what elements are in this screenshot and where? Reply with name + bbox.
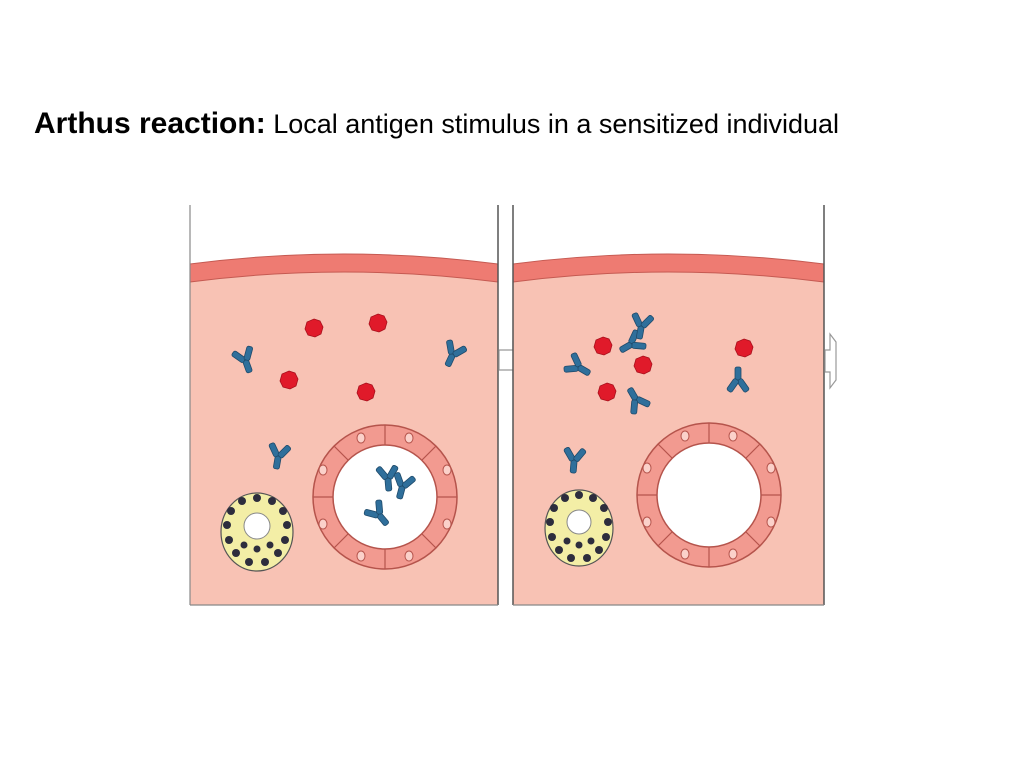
antigen xyxy=(279,370,299,390)
antigen xyxy=(368,313,388,333)
antigen xyxy=(593,336,613,356)
title-rest: Local antigen stimulus in a sensitized i… xyxy=(265,109,840,139)
mast-cell xyxy=(544,489,614,567)
antigen xyxy=(734,338,754,358)
slide-title: Arthus reaction: Local antigen stimulus … xyxy=(34,104,839,144)
antigen xyxy=(356,382,376,402)
blood-vessel xyxy=(312,424,458,570)
next-arrow xyxy=(824,332,837,390)
panel-before xyxy=(189,205,499,606)
title-bold: Arthus reaction: xyxy=(34,107,266,140)
antigen xyxy=(597,382,617,402)
antigen xyxy=(633,355,653,375)
mast-cell xyxy=(220,492,294,572)
panel-after xyxy=(512,205,825,606)
antigen xyxy=(304,318,324,338)
blood-vessel xyxy=(636,422,782,568)
